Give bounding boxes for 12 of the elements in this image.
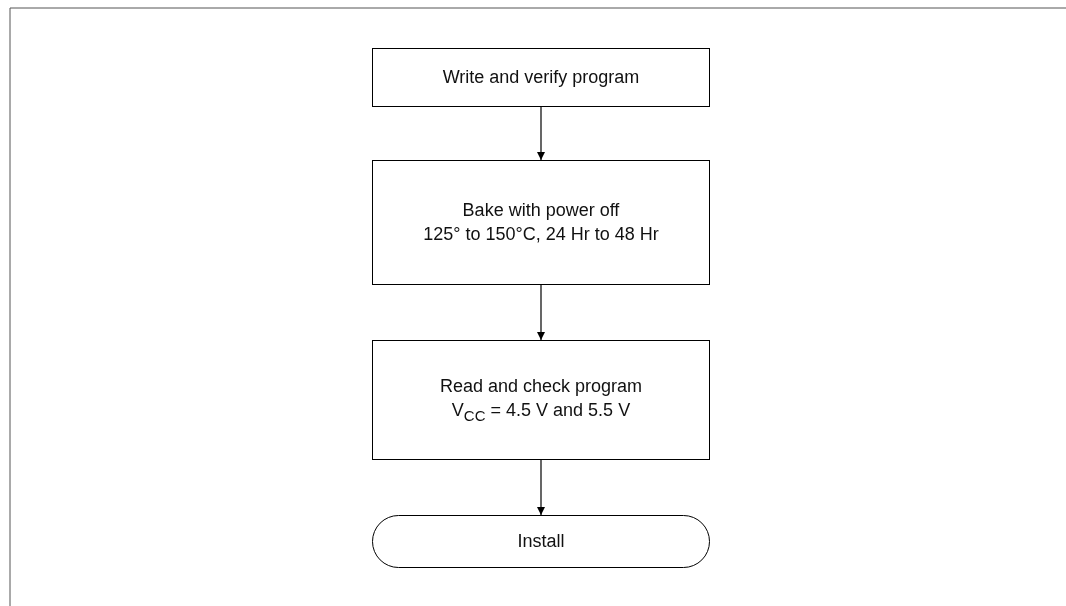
node-text: 125° to 150°C, 24 Hr to 48 Hr <box>423 222 659 246</box>
arrow <box>537 459 545 516</box>
arrow <box>537 106 545 161</box>
node-text: V$_{CC}$ = 4.5 V and 5.5 V <box>451 398 631 425</box>
node-text: Install <box>517 529 565 553</box>
process-box <box>372 48 710 107</box>
process-box <box>372 160 710 285</box>
node-text: Bake with power off <box>462 199 620 223</box>
process-box <box>372 340 710 460</box>
node-text: Write and verify program <box>442 65 640 89</box>
node-text: Read and check program <box>439 375 643 399</box>
arrow <box>537 284 545 341</box>
